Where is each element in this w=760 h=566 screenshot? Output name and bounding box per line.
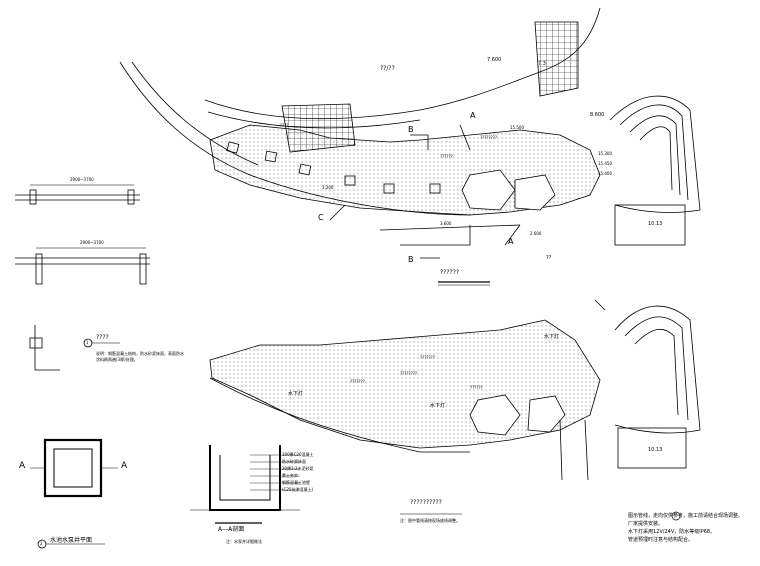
section-c: C	[318, 213, 324, 222]
pit-section-mark-left: A	[19, 461, 26, 471]
note-a: ????????	[480, 135, 497, 140]
notes-marker	[671, 511, 681, 521]
top-plan-title: ??????	[440, 269, 460, 276]
elev-b: 7.3	[538, 61, 546, 67]
note-drain: ??????	[470, 385, 483, 390]
underwater-light-2: 水下灯	[430, 403, 446, 409]
note-line-4: 管道预埋时注意与结构配合。	[628, 537, 694, 543]
pond-inner-left	[461, 169, 516, 211]
note-pipe: ???????	[350, 379, 365, 384]
room-label-bottom: 10.13	[648, 447, 663, 453]
bottom-plan-title: ??????????	[410, 499, 442, 506]
note-line-3: 水下灯采用12V/24V，防水等级IP68。	[628, 529, 716, 535]
general-notes: 图示管线，走向仅供参考，施工前请结合现场调整。 厂家提供安装。 水下灯采用12V…	[628, 512, 756, 544]
pump-pit-inner	[53, 448, 93, 488]
detail-1-number: 1	[86, 340, 89, 345]
section-a-top: A	[470, 111, 476, 120]
note-pump: ???????	[420, 355, 435, 360]
underwater-light-1: 水下灯	[288, 391, 304, 397]
pit-title: 水池水泵井平面	[50, 537, 93, 544]
building-room-b	[617, 427, 687, 469]
dimension-2: 2900~3700	[80, 240, 104, 245]
elev-a: 7.600	[487, 57, 502, 63]
pit-section-mark-right: A	[121, 461, 128, 471]
section-aa-note: 注：水泵井详细做法	[226, 539, 262, 544]
pond-inner-right	[514, 174, 556, 211]
room-label-top: 10.13	[648, 221, 663, 227]
note-line-1: 图示管线，走向仅供参考，施工前请结合现场调整。	[628, 513, 744, 519]
pond-inner-left-b	[469, 394, 521, 436]
section-a-bottom: A	[508, 237, 514, 246]
note-c: ????	[280, 123, 289, 128]
pit-number: 2	[40, 541, 43, 546]
building-room	[614, 204, 686, 246]
pond-inner-right-b	[527, 395, 566, 433]
section-layer-6: (C25抗渗混凝土)	[282, 487, 314, 492]
terraced-slope	[609, 95, 701, 213]
dimension-1: 2900~3700	[70, 177, 94, 182]
site-plan-top	[119, 7, 701, 286]
section-layer-5: 钢筋混凝土池壁	[282, 480, 310, 485]
elev-c: 8.600	[590, 112, 605, 118]
detail-note-2: 涂料刷两遍(3厚)处理。	[96, 357, 138, 362]
elev-h: 15.300	[598, 151, 612, 156]
pump-pit-outer	[43, 438, 103, 498]
elev-i: 15.450	[598, 161, 612, 166]
stray-label: ??	[546, 255, 552, 261]
details-left	[15, 184, 300, 549]
elev-f: 3.600	[440, 221, 452, 226]
section-layer-3: 20厚1:2水泥砂浆	[282, 466, 314, 471]
note-b: ??????	[440, 154, 453, 159]
note-feed: ????????	[400, 371, 417, 376]
elev-j: 15.400	[598, 171, 612, 176]
section-layer-4: 素土夯实	[282, 473, 298, 478]
elev-d: 15.500	[510, 125, 524, 130]
underwater-light-3: 水下灯	[544, 334, 560, 340]
hatched-zone-2	[534, 21, 579, 97]
bottom-plan-caption: 注：图中管线请按现场放线调整。	[400, 518, 460, 523]
detail-note-1: 说明：钢筋混凝土结构，防水砂浆抹面，表面防水	[96, 351, 184, 356]
section-aa-title: A—A剖面	[218, 526, 245, 533]
elev-g: 2.600	[530, 231, 542, 236]
elev-e: 3.200	[322, 185, 334, 190]
detail-1-title: ????	[96, 334, 109, 341]
section-b-bottom: B	[408, 255, 414, 264]
section-layer-1: 100厚C20混凝土	[282, 452, 314, 457]
note-line-2: 厂家提供安装。	[628, 521, 664, 527]
section-b-top: B	[408, 125, 414, 134]
area-label: ??/??	[380, 65, 395, 72]
site-plan-bottom	[209, 299, 701, 515]
section-layer-2: 防水砂浆抹面	[282, 459, 306, 464]
